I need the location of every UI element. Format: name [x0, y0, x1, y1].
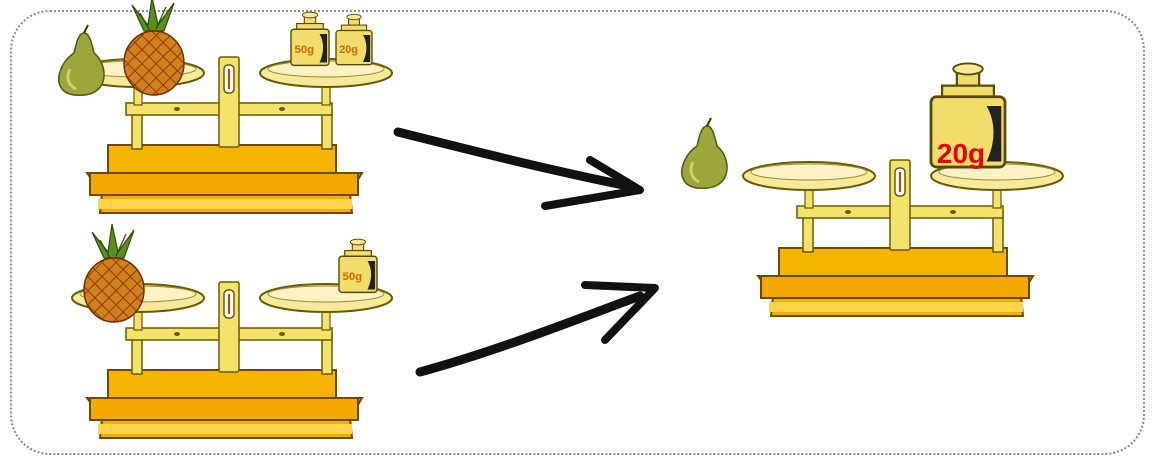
result-weight-label: 20g	[937, 138, 985, 169]
balance-scale-top: 50g 20g	[59, 0, 392, 213]
weight-20g-top: 20g	[336, 14, 372, 64]
arrow-top-icon	[398, 132, 640, 206]
weight-50g-bottom: 50g	[339, 239, 377, 292]
pear-icon	[59, 25, 104, 95]
balance-scale-result: 20g	[682, 63, 1063, 316]
pineapple-icon	[124, 0, 184, 95]
weight-50g-top: 50g	[291, 12, 329, 65]
arrow-bottom-icon	[420, 285, 655, 372]
weight-label: 50g	[294, 44, 314, 56]
pear-icon	[682, 118, 727, 188]
balance-scale-bottom: 50g	[72, 224, 392, 438]
weight-label: 20g	[339, 44, 358, 56]
pineapple-icon	[84, 224, 144, 322]
weight-label: 50g	[342, 271, 362, 283]
